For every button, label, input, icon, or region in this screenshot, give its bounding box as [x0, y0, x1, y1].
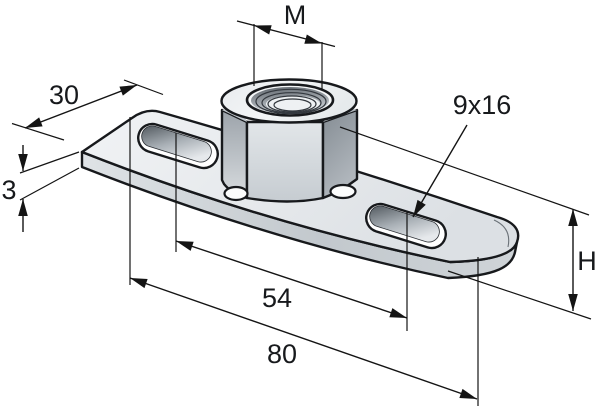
- dim-height-h: [339, 126, 592, 320]
- arrowhead: [18, 154, 28, 171]
- label-plate-thickness: 3: [1, 175, 16, 205]
- nut-face-center: [245, 120, 325, 203]
- arrowhead: [25, 117, 43, 128]
- arrowhead: [413, 199, 426, 217]
- dim-line: [24, 84, 138, 129]
- ext-line: [447, 270, 592, 320]
- dim-thread-m: [236, 20, 336, 89]
- labels: M 30 3 9x16 54 80 H: [1, 0, 596, 369]
- label-slot-spacing: 54: [262, 283, 292, 313]
- hex-nut: [220, 78, 359, 203]
- slot-right: [365, 202, 447, 250]
- dim-line: [175, 240, 408, 319]
- label-plate-width: 30: [49, 80, 79, 110]
- arrowhead: [254, 25, 272, 35]
- label-slot-size: 9x16: [453, 90, 512, 120]
- arrowhead: [176, 241, 194, 251]
- slot-right-wall: [369, 205, 440, 243]
- thread-helix-lines: [255, 88, 327, 115]
- dim-width-30: [11, 79, 164, 141]
- arrowhead: [119, 85, 137, 96]
- dim-spacing-54: [175, 133, 408, 331]
- ext-line: [11, 122, 65, 141]
- leader-line: [412, 124, 468, 218]
- nut-base-bump-right: [329, 183, 357, 200]
- arrowhead: [18, 199, 28, 216]
- thread-hole-core: [266, 95, 320, 113]
- dimensions: [11, 20, 592, 406]
- dim-slot-9x16: [412, 124, 468, 218]
- label-overall-height: H: [577, 246, 597, 276]
- plate-end-chamfer-line: [493, 219, 510, 248]
- dim-line: [129, 277, 478, 400]
- arrowhead: [568, 294, 578, 311]
- arrowhead: [459, 388, 477, 399]
- nut-base-bump-left: [223, 185, 249, 202]
- nut-face-left: [220, 108, 249, 200]
- ext-line: [19, 151, 80, 174]
- dim-length-80: [129, 117, 479, 406]
- label-plate-length: 80: [267, 339, 297, 369]
- dim-thickness-3: [18, 145, 80, 232]
- ext-line: [339, 126, 590, 216]
- arrowhead: [130, 278, 148, 289]
- arrowhead: [304, 34, 322, 44]
- ext-line: [19, 167, 80, 201]
- label-thread: M: [284, 0, 307, 30]
- arrowhead: [568, 209, 578, 226]
- arrowhead: [389, 308, 407, 318]
- ext-line: [123, 79, 164, 96]
